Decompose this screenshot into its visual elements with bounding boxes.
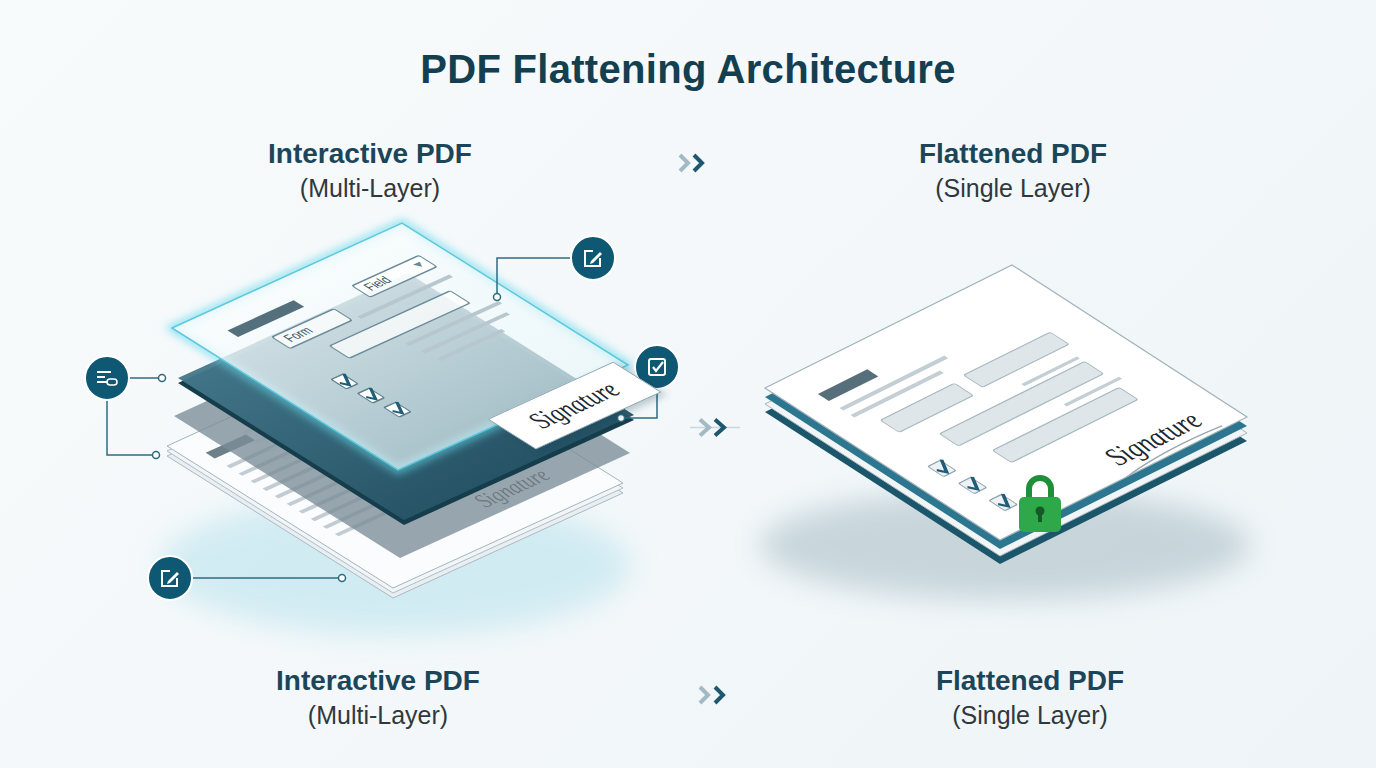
panel-title: Flattened PDF bbox=[763, 137, 1263, 171]
flattened-signature: Signature bbox=[1095, 407, 1212, 470]
signature-field: Signature bbox=[488, 362, 662, 449]
chevron-dark bbox=[715, 687, 723, 703]
faint-signature: Signature bbox=[465, 464, 559, 511]
leader-line bbox=[129, 377, 159, 379]
chevron-symbol bbox=[680, 155, 702, 171]
edit-icon bbox=[571, 236, 615, 280]
field-label: Form bbox=[273, 310, 351, 348]
dropdown-triangle bbox=[413, 262, 426, 269]
check-marks bbox=[333, 372, 410, 417]
icon-circle bbox=[85, 356, 129, 400]
signature-text: Signature bbox=[489, 363, 658, 448]
leader-line bbox=[107, 400, 153, 455]
footer-title: Interactive PDF bbox=[128, 664, 628, 698]
panel-heading: Interactive PDF(Multi-Layer) bbox=[120, 137, 620, 205]
flattened-page bbox=[765, 265, 1247, 540]
panel-subtitle: (Multi-Layer) bbox=[120, 171, 620, 205]
panel-title: Interactive PDF bbox=[120, 137, 620, 171]
lock-symbol bbox=[1019, 478, 1061, 532]
icon-toggle bbox=[107, 379, 117, 385]
icon-box bbox=[649, 359, 665, 375]
leader-dot bbox=[618, 415, 625, 422]
lock-shackle bbox=[1029, 478, 1051, 500]
flattened-check-marks bbox=[930, 457, 1016, 510]
dropdown-field: Field bbox=[351, 255, 438, 298]
glass-layer-content bbox=[228, 246, 564, 426]
lock-keyhole-slot bbox=[1038, 512, 1042, 522]
icon-circle bbox=[571, 236, 615, 280]
footer-title: Flattened PDF bbox=[780, 664, 1280, 698]
page-text-lines bbox=[1023, 354, 1121, 408]
leader-dot bbox=[339, 575, 346, 582]
leader-dot bbox=[153, 452, 160, 459]
interactive-pdf-panel: Interactive PDF(Multi-Layer)FormFieldSig… bbox=[80, 215, 690, 625]
footer-subtitle: (Single Layer) bbox=[780, 698, 1280, 732]
chevron-arrowhead bbox=[715, 420, 724, 436]
icon-circle bbox=[148, 556, 192, 600]
leader-line bbox=[497, 258, 571, 294]
leader-dot bbox=[159, 375, 166, 382]
diagram-title: PDF Flattening Architecture bbox=[0, 44, 1376, 94]
chevron-light bbox=[700, 687, 708, 703]
leader-line bbox=[192, 577, 339, 579]
flow-connector bbox=[690, 427, 740, 429]
footer-subtitle: (Multi-Layer) bbox=[128, 698, 628, 732]
icon-pen bbox=[590, 252, 602, 264]
icon-frame bbox=[162, 571, 177, 586]
edit-icon bbox=[148, 556, 192, 600]
icon-frame bbox=[585, 251, 600, 266]
panel-subtitle: (Single Layer) bbox=[763, 171, 1263, 205]
chevron-arrowhead bbox=[700, 420, 709, 436]
field-label: Field bbox=[353, 256, 435, 296]
chevron-dark bbox=[694, 155, 702, 171]
list-icon bbox=[85, 356, 129, 400]
flattened-page-content bbox=[817, 294, 1226, 528]
icon-check bbox=[653, 362, 663, 371]
flow-arrow bbox=[690, 420, 740, 436]
flattened-field bbox=[940, 362, 1104, 446]
form-field: Form bbox=[271, 308, 354, 349]
leader-dot bbox=[494, 294, 501, 301]
icon-lines bbox=[97, 372, 111, 382]
dropdown-arrow bbox=[413, 262, 427, 269]
icon-pen bbox=[167, 572, 179, 584]
lock-body bbox=[1019, 497, 1061, 532]
panel-heading: Flattened PDF(Single Layer) bbox=[763, 137, 1263, 205]
chevron-light bbox=[680, 155, 688, 171]
flattened-pdf-panel: Flattened PDF(Single Layer)Signature bbox=[740, 255, 1280, 600]
chevron-symbol bbox=[700, 687, 723, 703]
